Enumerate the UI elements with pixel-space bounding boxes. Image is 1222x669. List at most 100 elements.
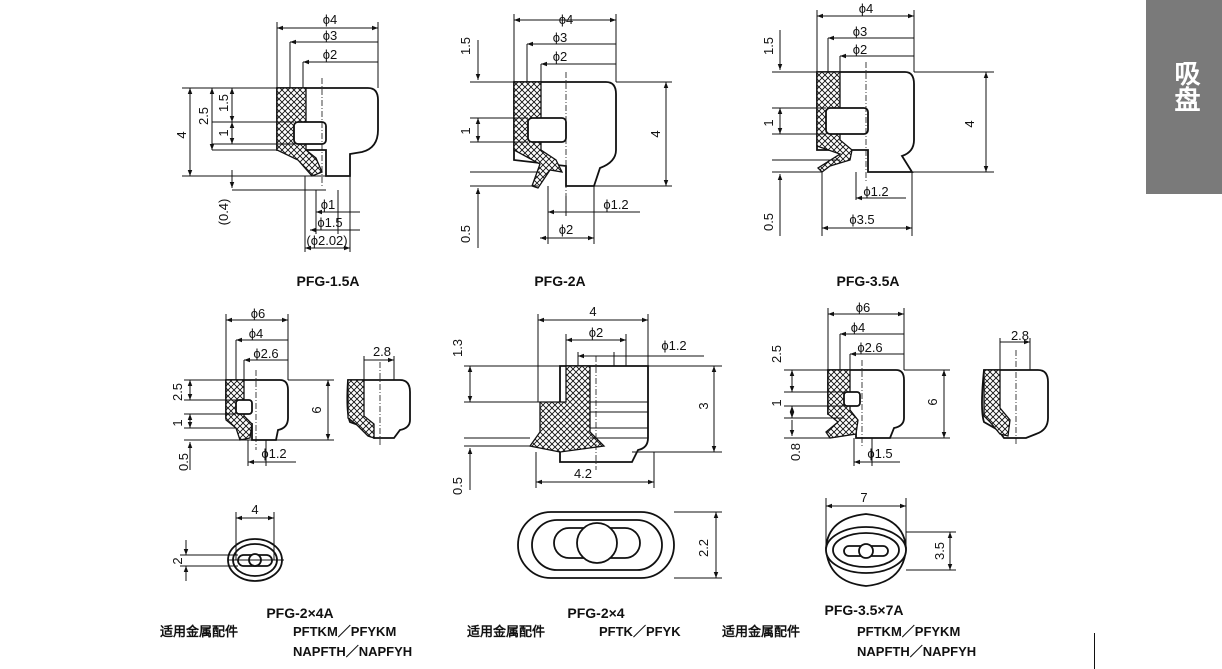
pfg-2a-dim-h0-5: 0.5 bbox=[458, 225, 473, 243]
pfg-3-5a-profile bbox=[816, 62, 915, 182]
part-pfg-2x4: 4 ϕ2 ϕ1.2 1.3 3 0.5 4.2 2.2 PFG-2×4 适用金属… bbox=[450, 304, 722, 639]
pfg-1-5a-dim-d2-02: (ϕ2.02) bbox=[306, 233, 347, 248]
pfg-2x4-dim-d1-2: ϕ1.2 bbox=[661, 338, 686, 353]
pfg-2x4a-dim-d2-6: ϕ2.6 bbox=[253, 346, 278, 361]
pfg-2x4a-dim-h2-5: 2.5 bbox=[170, 383, 185, 401]
pfg-2a-dim-h1-5: 1.5 bbox=[458, 37, 473, 55]
pfg-3-5a-dim-h4: 4 bbox=[962, 120, 977, 127]
pfg-2x4a-dim-w2-8: 2.8 bbox=[373, 344, 391, 359]
part-pfg-3-5x7a: ϕ6 ϕ4 ϕ2.6 2.5 1 6 0.8 ϕ1.5 2.8 7 3.5 PF… bbox=[722, 300, 1049, 659]
pfg-2a-dim-d2: ϕ2 bbox=[553, 49, 568, 64]
pfg-2a-dimensions bbox=[470, 14, 672, 248]
pfg-1-5a-caption: PFG-1.5A bbox=[296, 273, 359, 289]
pfg-2a-caption: PFG-2A bbox=[534, 273, 585, 289]
pfg-1-5a-dim-h4: 4 bbox=[174, 131, 189, 138]
pfg-3-5a-dim-d3-5: ϕ3.5 bbox=[849, 212, 874, 227]
pfg-3-5a-dim-h1-5: 1.5 bbox=[761, 37, 776, 55]
pfg-1-5a-profile bbox=[276, 78, 379, 186]
pfg-3-5x7a-dimensions bbox=[784, 308, 950, 466]
pfg-2x4-dim-h3: 3 bbox=[696, 402, 711, 409]
pfg-2x4a-fitting-1: PFTKM／PFYKM bbox=[293, 624, 396, 639]
pfg-2x4a-caption: PFG-2×4A bbox=[266, 605, 333, 621]
pfg-1-5a-dim-d1: ϕ1 bbox=[321, 197, 336, 212]
pfg-2x4-dim-w4-2: 4.2 bbox=[574, 466, 592, 481]
pfg-2a-dim-d4: ϕ4 bbox=[559, 12, 574, 27]
pfg-1-5a-dim-h2-5: 2.5 bbox=[196, 107, 211, 125]
pfg-1-5a-dim-d3: ϕ3 bbox=[323, 28, 338, 43]
pfg-2x4a-dim-h0-5: 0.5 bbox=[176, 453, 191, 471]
pfg-3-5x7a-dim-d1-5: ϕ1.5 bbox=[867, 446, 892, 461]
pfg-2x4-top-view bbox=[517, 511, 722, 579]
pfg-3-5a-dim-h1: 1 bbox=[761, 119, 776, 126]
pfg-3-5x7a-fitting-2: NAPFTH／NAPFYH bbox=[857, 644, 976, 659]
pfg-3-5x7a-side-view bbox=[981, 338, 1049, 446]
pfg-3-5x7a-dim-w2-8: 2.8 bbox=[1011, 328, 1029, 343]
pfg-2x4a-dimensions bbox=[184, 314, 334, 470]
pfg-2x4-dim-w4: 4 bbox=[589, 304, 596, 319]
pfg-2x4-fittings-label: 适用金属配件 bbox=[467, 624, 545, 639]
pfg-2x4a-dim-h1: 1 bbox=[170, 419, 185, 426]
pfg-1-5a-dim-d2: ϕ2 bbox=[323, 47, 338, 62]
pfg-2x4a-dim-d4: ϕ4 bbox=[249, 326, 264, 341]
part-pfg-2a: ϕ4 ϕ3 ϕ2 1.5 1 4 0.5 ϕ1.2 ϕ2 PFG-2A bbox=[458, 12, 672, 289]
pfg-3-5x7a-dim-w7: 7 bbox=[860, 490, 867, 505]
pfg-2a-dim-h1: 1 bbox=[458, 127, 473, 134]
pfg-2a-dim-d1-2: ϕ1.2 bbox=[603, 197, 628, 212]
pfg-3-5x7a-dim-h6: 6 bbox=[925, 398, 940, 405]
pfg-2x4-dimensions bbox=[464, 314, 722, 490]
pfg-2x4a-dim-top4: 4 bbox=[251, 502, 258, 517]
pfg-3-5a-dim-d4: ϕ4 bbox=[859, 1, 874, 16]
pfg-3-5x7a-dim-d4: ϕ4 bbox=[851, 320, 866, 335]
pfg-3-5a-caption: PFG-3.5A bbox=[836, 273, 899, 289]
pfg-3-5a-dimensions bbox=[772, 10, 994, 236]
pfg-3-5a-dim-h0-5: 0.5 bbox=[761, 213, 776, 231]
part-pfg-1-5a: ϕ4 ϕ3 ϕ2 4 2.5 1.5 1 (0.4) ϕ1 ϕ1.5 (ϕ2.0… bbox=[174, 12, 379, 289]
pfg-2x4a-dim-d6: ϕ6 bbox=[251, 306, 266, 321]
pfg-3-5x7a-dim-h1: 1 bbox=[769, 399, 784, 406]
pfg-3-5x7a-dim-h0-8: 0.8 bbox=[788, 443, 803, 461]
pfg-2x4a-top-view bbox=[180, 512, 284, 582]
pfg-1-5a-dim-h0-4: (0.4) bbox=[216, 199, 231, 226]
pfg-3-5x7a-dim-h2-5: 2.5 bbox=[769, 345, 784, 363]
pfg-2x4-caption: PFG-2×4 bbox=[567, 605, 624, 621]
part-pfg-3-5a: ϕ4 ϕ3 ϕ2 1.5 1 4 0.5 ϕ1.2 ϕ3.5 PFG-3.5A bbox=[761, 1, 994, 289]
pfg-3-5a-dim-d2: ϕ2 bbox=[853, 42, 868, 57]
pfg-2a-dim-d2b: ϕ2 bbox=[559, 222, 574, 237]
pfg-2x4-profile bbox=[528, 356, 649, 470]
pfg-1-5a-dim-h1: 1 bbox=[216, 129, 231, 136]
part-pfg-2x4a: ϕ6 ϕ4 ϕ2.6 2.5 1 6 0.5 ϕ1.2 2.8 4 2 PFG-… bbox=[160, 306, 412, 659]
pfg-2x4-dim-h1-3: 1.3 bbox=[450, 339, 465, 357]
pfg-2x4a-fittings-label: 适用金属配件 bbox=[160, 624, 238, 639]
pfg-3-5a-dim-d3: ϕ3 bbox=[853, 24, 868, 39]
pfg-2a-dim-h4: 4 bbox=[648, 130, 663, 137]
page-edge-rule bbox=[1094, 633, 1095, 669]
pfg-3-5a-dim-d1-2: ϕ1.2 bbox=[863, 184, 888, 199]
pfg-2a-profile bbox=[513, 72, 617, 196]
pfg-2x4a-profile bbox=[225, 370, 289, 450]
pfg-3-5x7a-dim-d2-6: ϕ2.6 bbox=[857, 340, 882, 355]
pfg-2x4-dim-h2-2: 2.2 bbox=[696, 539, 711, 557]
pfg-2x4-dim-d2: ϕ2 bbox=[589, 325, 604, 340]
pfg-3-5x7a-fittings-label: 适用金属配件 bbox=[722, 624, 800, 639]
pfg-2x4a-fitting-2: NAPFTH／NAPFYH bbox=[293, 644, 412, 659]
pfg-3-5x7a-fitting-1: PFTKM／PFYKM bbox=[857, 624, 960, 639]
pfg-3-5x7a-dim-d6: ϕ6 bbox=[856, 300, 871, 315]
pfg-1-5a-dim-h1-5: 1.5 bbox=[216, 94, 231, 112]
pfg-1-5a-dimensions bbox=[182, 22, 379, 252]
pfg-1-5a-dim-d4: ϕ4 bbox=[323, 12, 338, 27]
category-side-tab: 吸盘 bbox=[1146, 0, 1222, 194]
pfg-2x4-fitting-1: PFTK／PFYK bbox=[599, 624, 681, 639]
pfg-3-5x7a-caption: PFG-3.5×7A bbox=[825, 602, 904, 618]
pfg-1-5a-dim-d1-5: ϕ1.5 bbox=[317, 215, 342, 230]
category-side-tab-label: 吸盘 bbox=[1170, 60, 1200, 112]
pfg-3-5x7a-dim-h3-5: 3.5 bbox=[932, 542, 947, 560]
pfg-2x4a-dim-d1-2: ϕ1.2 bbox=[261, 446, 286, 461]
pfg-2x4a-dim-top2: 2 bbox=[170, 557, 185, 564]
pfg-2x4-dim-h0-5: 0.5 bbox=[450, 477, 465, 495]
pfg-2a-dim-d3: ϕ3 bbox=[553, 30, 568, 45]
pfg-2x4a-side-view bbox=[346, 356, 411, 446]
pfg-3-5x7a-profile bbox=[825, 360, 905, 448]
pfg-2x4a-dim-h6: 6 bbox=[309, 406, 324, 413]
pfg-3-5x7a-top-view bbox=[825, 498, 956, 587]
